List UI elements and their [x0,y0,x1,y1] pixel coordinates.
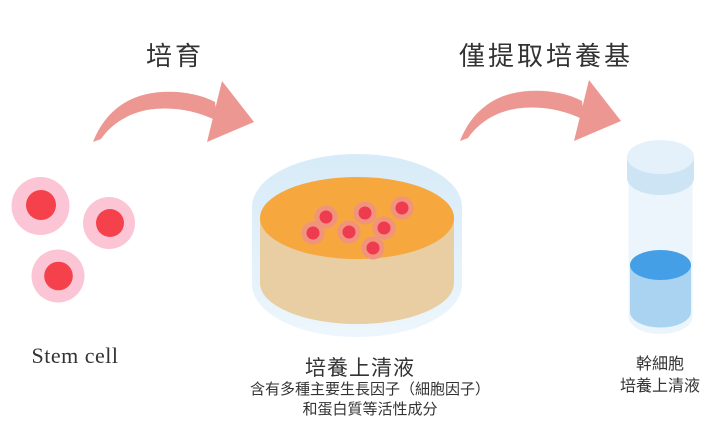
extract-arrow-label: 僅提取培養基 [458,42,633,71]
stem-cell-label: Stem cell [31,343,119,368]
extract-arrow-icon [460,80,621,141]
petri-dish-icon [252,154,462,337]
cultivate-arrow-icon [93,81,254,142]
culture-supernatant-description-line1: 含有多種主要生長因子（細胞因子） [249,382,490,398]
tube-label-line2: 培養上清液 [619,378,700,395]
tube-label-line1: 幹細胞 [635,356,684,373]
stem-cell-icon [11,177,135,303]
culture-supernatant-description-line2: 和蛋白質等活性成分 [302,402,438,418]
supernatant-tube-icon [627,140,694,334]
cultivate-arrow-label: 培育 [145,42,204,71]
culture-supernatant-label: 培養上清液 [305,356,415,380]
dish-cells-icon [301,196,414,260]
